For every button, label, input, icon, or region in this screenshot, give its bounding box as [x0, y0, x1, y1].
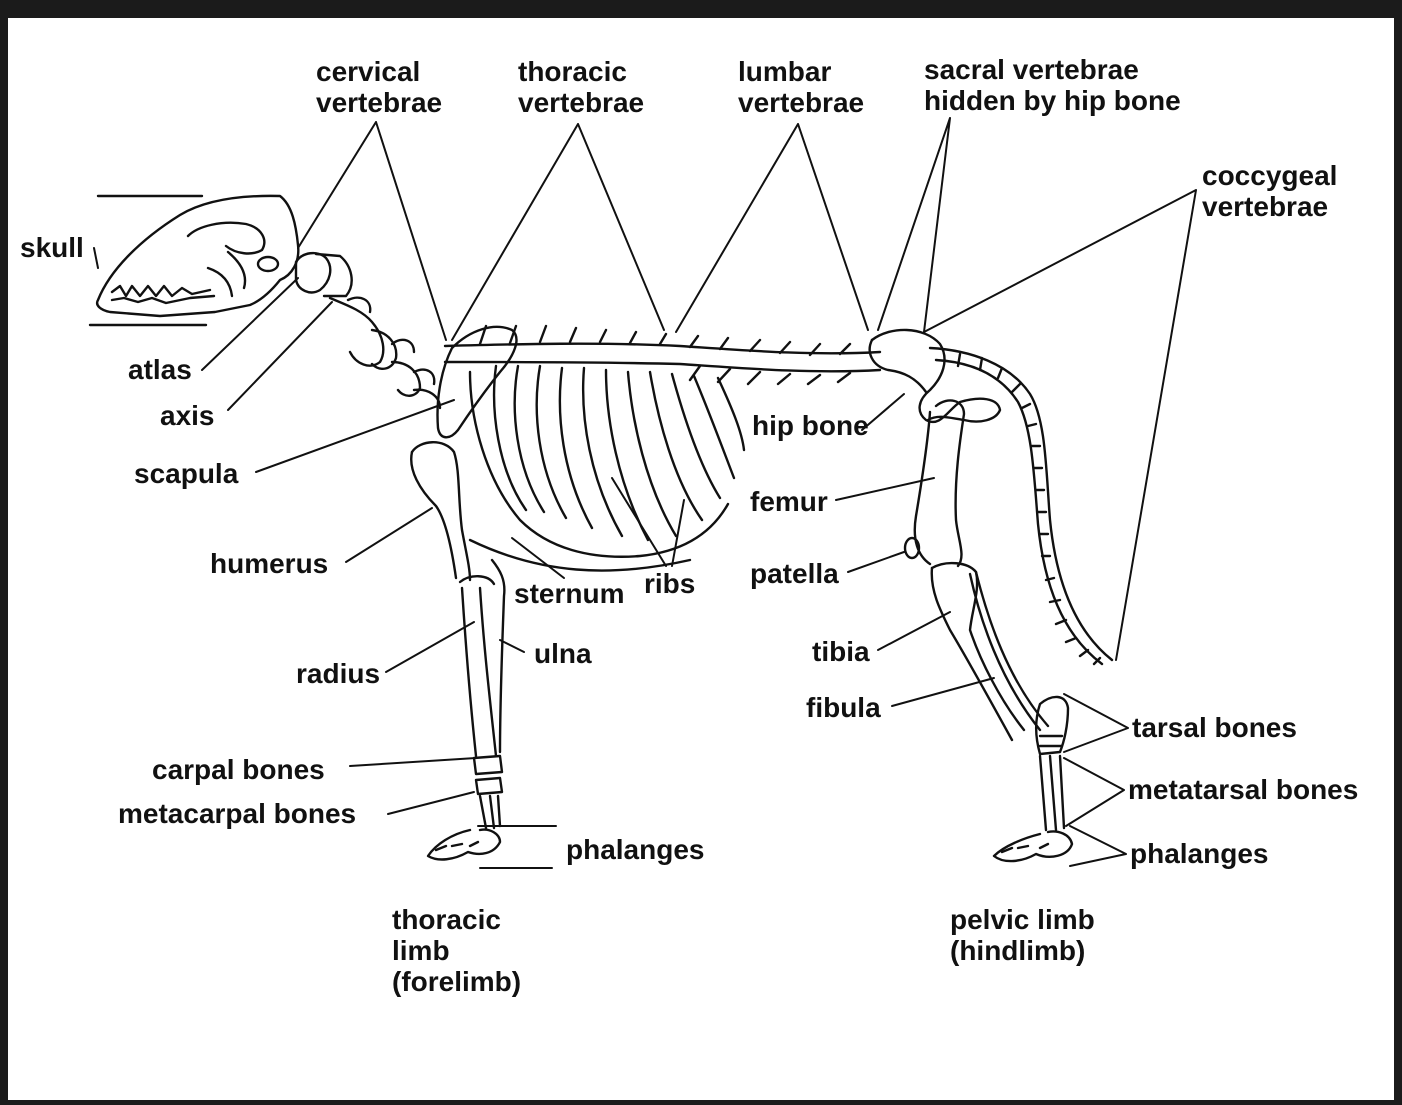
label-phalanges-fore: phalanges [566, 834, 704, 865]
label-carpal-bones: carpal bones [152, 754, 325, 785]
cervical-vertebrae-drawing [296, 253, 440, 408]
label-patella: patella [750, 558, 839, 589]
spine-drawing [445, 326, 880, 384]
label-coccygeal-line-1: coccygeal [1202, 160, 1337, 191]
label-sacral-line-2: hidden by hip bone [924, 85, 1181, 116]
label-sacral-vertebrae: sacral vertebrae hidden by hip bone [924, 54, 1181, 116]
label-lumbar-vertebrae: lumbar vertebrae [738, 56, 864, 118]
label-pelvic-limb-line-1: pelvic limb [950, 904, 1095, 935]
ribcage-drawing [470, 366, 744, 571]
label-pelvic-limb: pelvic limb (hindlimb) [950, 904, 1095, 966]
label-thoracic-limb-line-3: (forelimb) [392, 966, 521, 997]
label-phalanges-hind: phalanges [1130, 838, 1268, 869]
label-skull: skull [20, 232, 84, 263]
label-tarsal-bones: tarsal bones [1132, 712, 1297, 743]
label-fibula: fibula [806, 692, 881, 723]
label-thoracic-line-2: vertebrae [518, 87, 644, 118]
label-scapula: scapula [134, 458, 238, 489]
label-thoracic-line-1: thoracic [518, 56, 644, 87]
label-cervical-line-2: vertebrae [316, 87, 442, 118]
label-lumbar-line-1: lumbar [738, 56, 864, 87]
label-thoracic-limb-line-1: thoracic [392, 904, 521, 935]
label-ulna: ulna [534, 638, 592, 669]
skull-drawing [90, 196, 298, 325]
label-lumbar-line-2: vertebrae [738, 87, 864, 118]
label-thoracic-vertebrae: thoracic vertebrae [518, 56, 644, 118]
label-thoracic-limb: thoracic limb (forelimb) [392, 904, 521, 997]
label-atlas: atlas [128, 354, 192, 385]
label-hip-bone: hip bone [752, 410, 869, 441]
label-pelvic-limb-line-2: (hindlimb) [950, 935, 1095, 966]
label-metacarpal-bones: metacarpal bones [118, 798, 356, 829]
hindlimb-drawing [870, 330, 1072, 861]
diagram-frame: cervical vertebrae thoracic vertebrae lu… [8, 18, 1394, 1100]
tail-drawing [930, 348, 1112, 664]
label-cervical-line-1: cervical [316, 56, 442, 87]
label-humerus: humerus [210, 548, 328, 579]
label-femur: femur [750, 486, 828, 517]
label-coccygeal-line-2: vertebrae [1202, 191, 1337, 222]
label-thoracic-limb-line-2: limb [392, 935, 521, 966]
label-sternum: sternum [514, 578, 624, 609]
label-cervical-vertebrae: cervical vertebrae [316, 56, 442, 118]
label-tibia: tibia [812, 636, 870, 667]
label-radius: radius [296, 658, 380, 689]
label-axis: axis [160, 400, 215, 431]
label-ribs: ribs [644, 568, 695, 599]
label-metatarsal-bones: metatarsal bones [1128, 774, 1358, 805]
label-coccygeal-vertebrae: coccygeal vertebrae [1202, 160, 1337, 222]
label-sacral-line-1: sacral vertebrae [924, 54, 1181, 85]
